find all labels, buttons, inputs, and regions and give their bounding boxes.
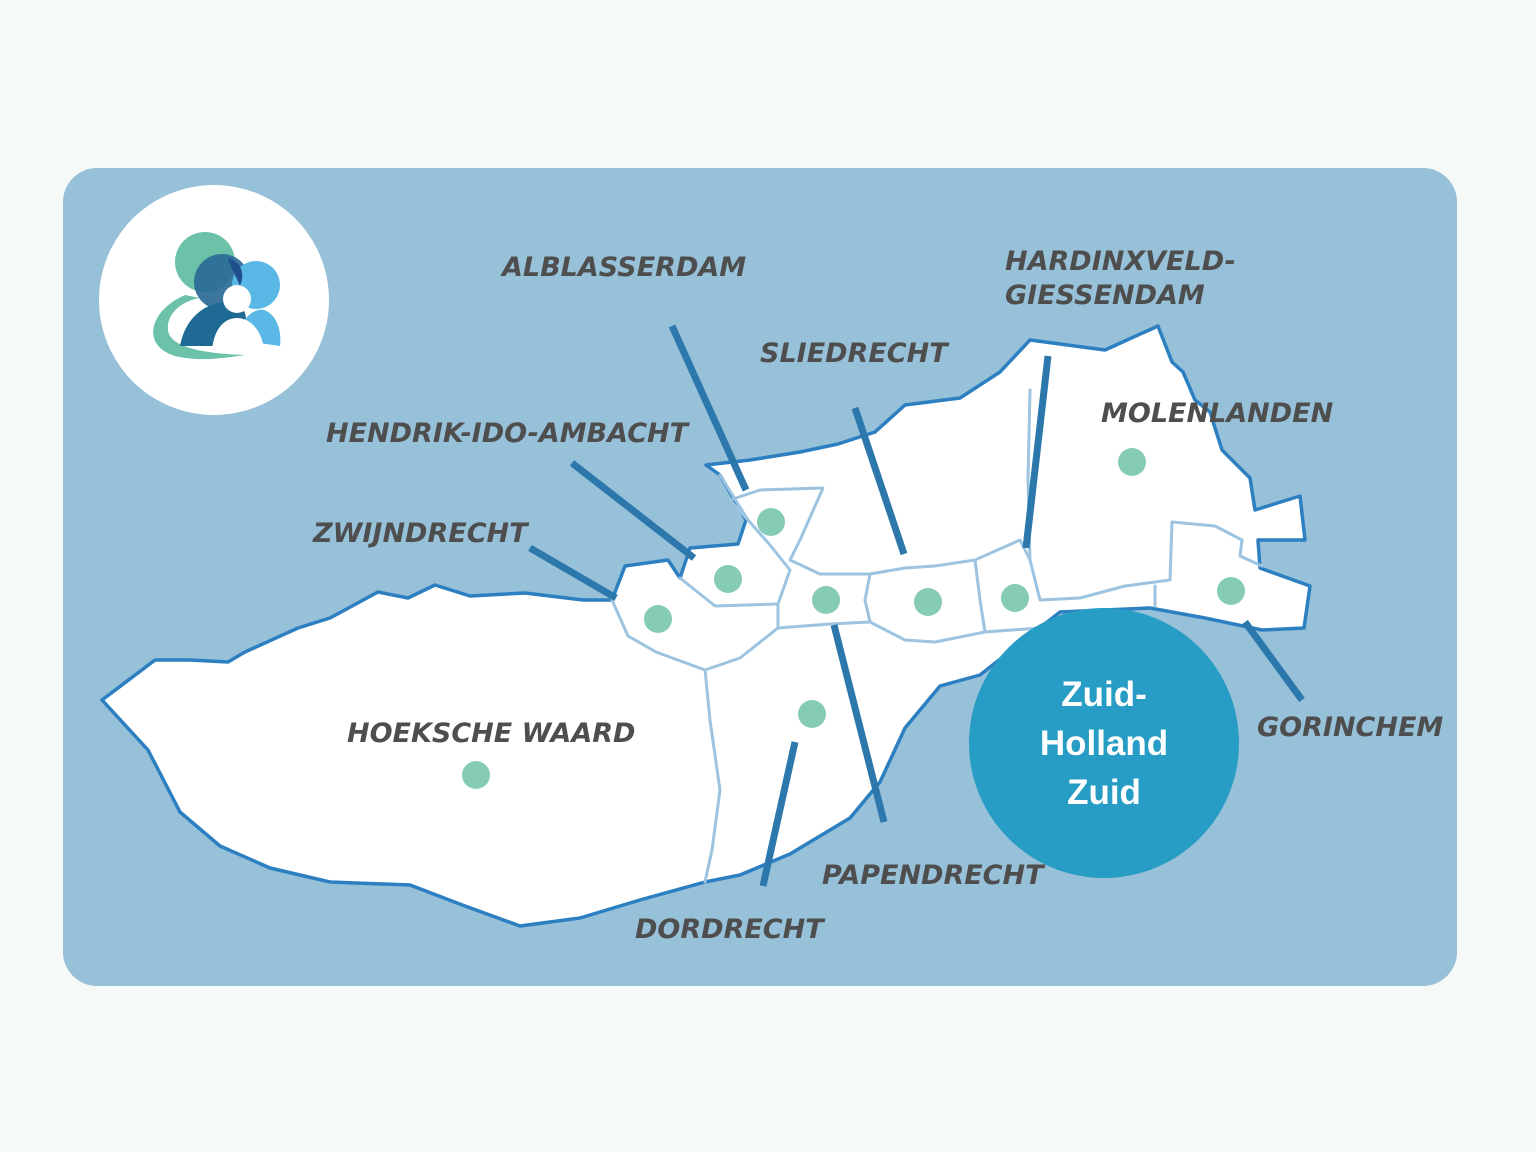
label-hardinxveld-line-2: GIESSENDAM — [1005, 280, 1205, 311]
leader-zwijndrecht — [528, 544, 618, 602]
region-map: Zuid- Holland Zuid — [99, 185, 1443, 945]
marker-dot-hendrik — [714, 565, 742, 593]
label-sliedrecht: SLIEDRECHT — [760, 338, 950, 369]
land-mass — [100, 324, 1312, 928]
badge-line-1: Zuid- — [1061, 675, 1147, 714]
label-alblasserdam: ALBLASSERDAM — [500, 252, 746, 283]
leader-hendrik — [569, 460, 697, 561]
leader-sliedrecht — [851, 406, 908, 556]
marker-dot-papendrecht — [812, 586, 840, 614]
marker-dot-sliedrecht — [914, 588, 942, 616]
marker-dot-zwijndrecht — [644, 605, 672, 633]
marker-dot-hardinxveld — [1001, 584, 1029, 612]
leader-hardinxveld — [1022, 355, 1052, 549]
map-card: Zuid- Holland Zuid — [63, 168, 1457, 986]
label-zwijndrecht: ZWIJNDRECHT — [312, 518, 530, 549]
municipality-labels: ALBLASSERDAM HARDINXVELD- GIESSENDAM SLI… — [312, 246, 1443, 945]
marker-dot-gorinchem — [1217, 577, 1245, 605]
marker-dot-hoeksche — [462, 761, 490, 789]
marker-dot-alblasserdam — [757, 508, 785, 536]
label-hoeksche-waard: HOEKSCHE WAARD — [347, 718, 635, 749]
label-gorinchem: GORINCHEM — [1257, 712, 1443, 743]
marker-dot-dordrecht — [798, 700, 826, 728]
badge-line-2: Holland — [1040, 724, 1168, 763]
leader-alblasserdam — [668, 324, 750, 492]
leader-dordrecht — [759, 741, 799, 887]
label-hendrik-ido-ambacht: HENDRIK-IDO-AMBACHT — [326, 418, 691, 449]
logo — [99, 185, 329, 415]
label-dordrecht: DORDRECHT — [635, 914, 826, 945]
marker-dots — [462, 448, 1245, 789]
marker-dot-molenlanden — [1118, 448, 1146, 476]
region-badge-circle — [969, 608, 1239, 878]
label-hardinxveld-line-1: HARDINXVELD- — [1005, 246, 1236, 277]
leader-gorinchem — [1242, 619, 1305, 703]
label-papendrecht: PAPENDRECHT — [822, 860, 1046, 891]
municipal-borders — [610, 388, 1264, 884]
label-molenlanden: MOLENLANDEN — [1101, 398, 1334, 429]
badge-line-3: Zuid — [1067, 773, 1141, 812]
people-group-logo-icon — [153, 232, 281, 360]
leader-lines — [528, 324, 1305, 887]
leader-papendrecht — [830, 624, 888, 823]
